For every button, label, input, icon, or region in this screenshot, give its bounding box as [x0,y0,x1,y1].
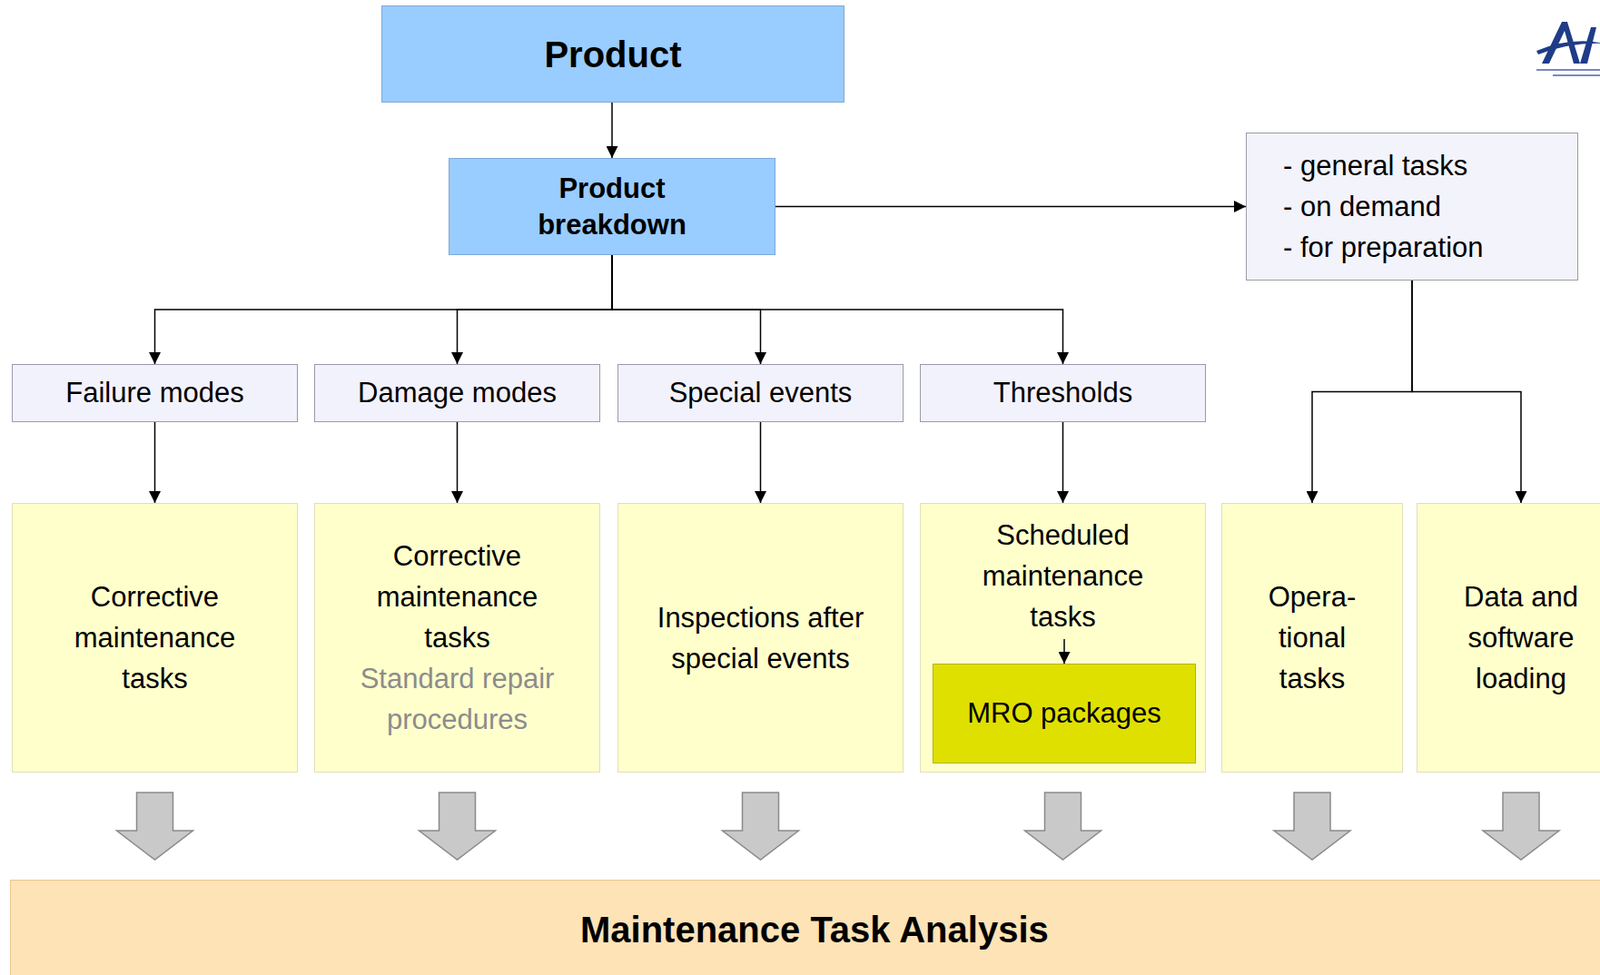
node-note: - for preparation [1283,227,1484,268]
connector-arrow [760,422,762,504]
block-arrow [419,792,496,860]
mode-box: Failure modes [11,364,298,423]
task-box: Inspections after special events [617,503,904,773]
association-logo [1534,16,1600,80]
node-label: Product [543,32,682,77]
node-label: Inspections after special events [645,597,876,680]
node-label: - general tasks [1283,145,1468,187]
node-label: Data and software loading [1444,576,1598,700]
node-label: Corrective maintenance tasks [342,535,573,659]
connector-arrow [154,422,157,504]
node-label: Corrective maintenance tasks [39,576,270,700]
connector-arrow [1312,280,1413,504]
node-label: Opera- tional tasks [1249,576,1375,700]
task-list-box: - general tasks- on demand- for preparat… [1245,132,1579,281]
block-arrow [722,792,800,860]
task-box: Scheduled maintenance tasksMRO packages [919,503,1206,773]
node-label: Thresholds [993,375,1133,412]
mode-box: Thresholds [919,364,1206,423]
connector-arrow [1063,639,1066,664]
connector-arrow [155,255,613,365]
node-label: Damage modes [357,375,557,412]
mode-box: Damage modes [314,364,601,423]
node-label: MRO packages [967,695,1162,732]
mode-box: Special events [617,364,904,423]
node-label: Product breakdown [522,170,702,244]
connector-arrow [775,206,1246,208]
block-arrow [1482,792,1560,860]
breakdown-box: Product breakdown [448,158,776,256]
analysis-band: Maintenance Task Analysis [9,879,1600,975]
block-arrow [1025,792,1102,860]
connector-arrow [1062,422,1065,504]
connector-arrow [1412,280,1521,504]
node-label: Scheduled maintenance tasks [948,514,1178,638]
task-box: Opera- tional tasks [1221,503,1403,773]
product-box: Product [381,5,845,103]
node-note: Standard repair procedures [342,658,573,741]
node-label: Failure modes [65,375,244,412]
package-box: MRO packages [932,663,1196,764]
task-box: Corrective maintenance tasks [11,503,298,773]
block-arrow [117,792,194,860]
task-box: Data and software loading [1416,503,1600,773]
connector-arrow [457,255,613,365]
connector-arrow [612,255,1064,365]
connector-arrow [456,422,459,504]
node-label: Special events [669,375,853,412]
block-arrow [1274,792,1351,860]
connector-arrow [611,102,613,159]
task-box: Corrective maintenance tasksStandard rep… [314,503,601,773]
node-label: Maintenance Task Analysis [580,908,1049,952]
node-note: - on demand [1283,186,1442,228]
